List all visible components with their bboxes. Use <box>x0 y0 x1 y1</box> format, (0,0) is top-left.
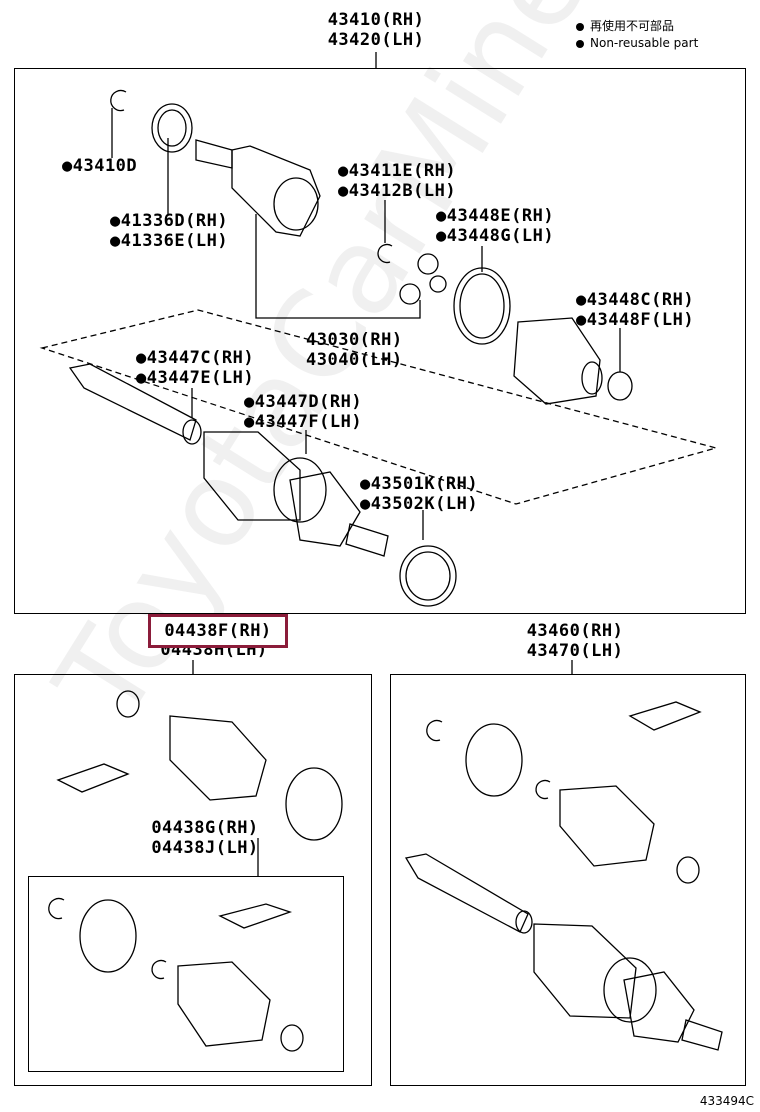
part-label-43040[interactable]: 43040(LH) <box>306 350 403 370</box>
part-label-43448F[interactable]: ●43448F(LH) <box>576 310 695 330</box>
snap-ring-small <box>535 779 551 800</box>
boot-clamp <box>465 723 523 797</box>
kit-label-43460[interactable]: 43460(RH) <box>526 621 624 641</box>
assembly-lh-label: 43420(LH) <box>327 30 425 50</box>
part-label-43447C[interactable]: ●43447C(RH) <box>136 348 255 368</box>
snap-ring <box>48 897 65 920</box>
snap-ring-small <box>151 959 167 980</box>
grease-packet <box>56 763 130 793</box>
inner-boot-kit-frame <box>28 876 344 1072</box>
boot <box>169 715 267 801</box>
figure-code: 433494C <box>699 1094 754 1108</box>
tripod-roller <box>417 253 439 275</box>
axle-shaft <box>404 853 529 933</box>
kit-label-04438J[interactable]: 04438J(LH) <box>151 838 259 858</box>
snap-ring <box>110 89 127 112</box>
outboard-joint <box>623 971 695 1043</box>
small-clamp <box>116 690 140 718</box>
shaft-assembly-kit-frame <box>390 674 746 1086</box>
outboard-stub <box>345 523 389 557</box>
part-label-43448C[interactable]: ●43448C(RH) <box>576 290 695 310</box>
small-clamp <box>676 856 700 884</box>
part-label-43410D[interactable]: ●43410D <box>62 156 138 176</box>
small-clamp <box>607 371 633 401</box>
grease-packet <box>628 701 702 731</box>
housing-opening <box>273 177 319 231</box>
legend-japanese: 再使用不可部品 <box>576 18 698 35</box>
boot-clamp-outboard <box>603 957 657 1023</box>
abs-ring-inner <box>405 551 451 601</box>
part-label-41336D[interactable]: ●41336D(RH) <box>110 211 229 231</box>
tripod-roller <box>399 283 421 305</box>
part-label-43448G[interactable]: ●43448G(LH) <box>436 226 555 246</box>
part-label-43447D[interactable]: ●43447D(RH) <box>244 392 363 412</box>
boot-neck <box>581 361 603 395</box>
boot-clamp-outboard <box>273 457 327 523</box>
boot-clamp <box>453 267 511 345</box>
part-label-43502K[interactable]: ●43502K(LH) <box>360 494 479 514</box>
main-assembly-frame <box>14 68 746 614</box>
outboard-boot <box>533 923 637 1019</box>
inboard-boot <box>559 785 655 867</box>
boot-clamp <box>285 767 343 841</box>
part-label-43030[interactable]: 43030(RH) <box>306 330 403 350</box>
axle-shaft <box>68 363 197 441</box>
washer <box>151 103 193 153</box>
leader-line <box>255 214 421 319</box>
boot-clamp <box>79 899 137 973</box>
inner-joint-outline <box>39 309 719 505</box>
boot-kit-frame <box>14 674 372 1086</box>
shaft-clamp <box>182 419 202 445</box>
part-label-41336E[interactable]: ●41336E(LH) <box>110 231 229 251</box>
boot-clamp-inner <box>459 273 505 339</box>
snap-ring-small <box>377 243 393 264</box>
part-label-43447E[interactable]: ●43447E(LH) <box>136 368 255 388</box>
snap-ring <box>426 719 443 742</box>
washer-inner <box>157 109 187 147</box>
bullet-icon <box>576 22 584 31</box>
part-label-43411E[interactable]: ●43411E(RH) <box>338 161 457 181</box>
outboard-stub <box>681 1019 723 1051</box>
joint-housing <box>231 145 321 237</box>
outboard-joint <box>289 471 361 547</box>
bullet-icon <box>576 39 584 48</box>
grease-packet <box>218 903 293 929</box>
part-label-43448E[interactable]: ●43448E(RH) <box>436 206 555 226</box>
kit-label-04438G[interactable]: 04438G(RH) <box>151 818 259 838</box>
kit-label-43470[interactable]: 43470(LH) <box>526 641 624 661</box>
spline-shaft <box>195 139 233 169</box>
part-label-43447F[interactable]: ●43447F(LH) <box>244 412 363 432</box>
inboard-boot <box>513 317 601 405</box>
boot <box>177 961 271 1047</box>
legend-english: Non-reusable part <box>576 35 698 52</box>
small-clamp <box>280 1024 304 1052</box>
tripod-roller <box>429 275 447 293</box>
assembly-rh-label: 43410(RH) <box>327 10 425 30</box>
part-label-43501K[interactable]: ●43501K(RH) <box>360 474 479 494</box>
outboard-boot <box>203 431 301 521</box>
kit-label-04438F[interactable]: 04438F(RH) <box>164 621 272 641</box>
abs-ring <box>399 545 457 607</box>
legend: 再使用不可部品 Non-reusable part <box>576 18 698 52</box>
shaft-clamp <box>515 910 533 934</box>
part-label-43412B[interactable]: ●43412B(LH) <box>338 181 457 201</box>
selected-part-highlight <box>148 614 288 648</box>
